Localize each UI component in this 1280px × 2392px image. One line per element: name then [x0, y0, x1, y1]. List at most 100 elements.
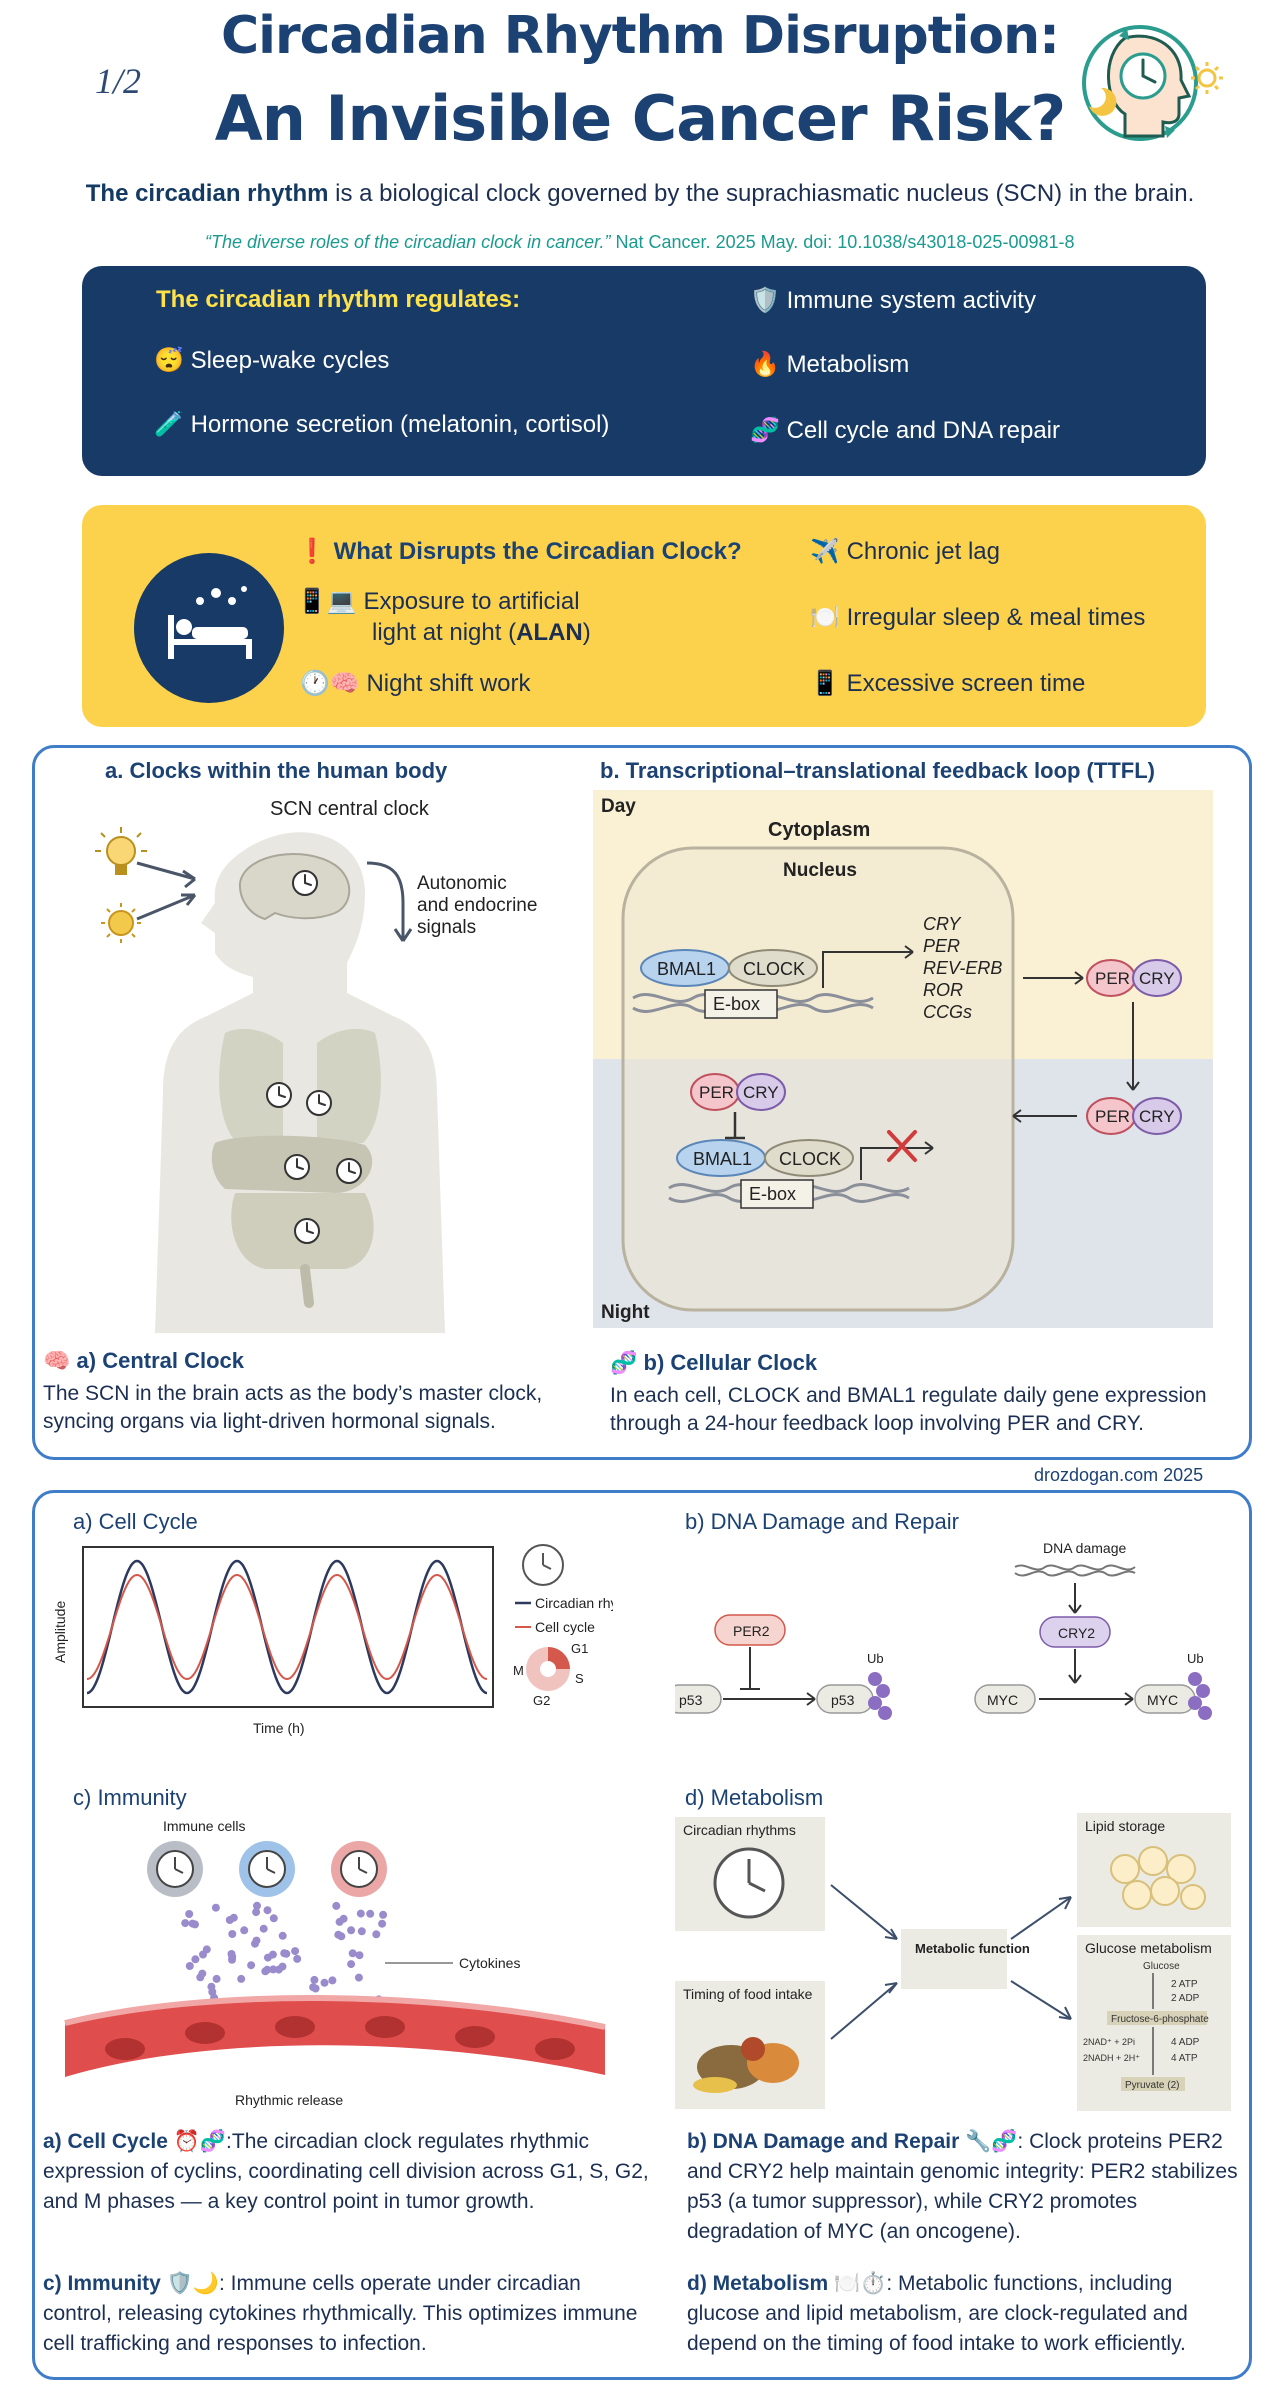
bmal1-label-bottom: BMAL1 — [693, 1149, 752, 1169]
myc-label-2: MYC — [1147, 1692, 1178, 1708]
dna-icon: 🧬 — [610, 1350, 638, 1375]
ubiquitin-chain-icon — [868, 1672, 892, 1720]
human-body-illustration: SCN central clock Autonomic — [95, 798, 537, 1333]
watermark: drozdogan.com 2025 — [1034, 1465, 1204, 1485]
cytokine-dot — [269, 1965, 278, 1974]
cytokine-dot — [228, 1930, 237, 1938]
metabolism-title: d) Metabolism — [685, 1785, 824, 1810]
cytokine-dot — [198, 1969, 207, 1978]
disrupts-heading: ❗ What Disrupts the Circadian Clock? — [297, 538, 742, 565]
cytokine-dot — [356, 1909, 365, 1918]
per2-label: PER2 — [733, 1623, 770, 1639]
cytokine-dot — [225, 1916, 234, 1924]
cytokine-dot — [291, 1947, 300, 1956]
plate-timer-icon: 🍽️⏱️ — [834, 2272, 887, 2295]
circadian-curve — [86, 1559, 488, 1695]
phase-g1: G1 — [571, 1641, 588, 1656]
immunity-title: c) Immunity — [73, 1785, 187, 1810]
per-label-1: PER — [1095, 969, 1130, 988]
metabolism-diagram: Circadian rhythms Timing of food intake … — [675, 1813, 1231, 2111]
cytokine-dot — [293, 1954, 302, 1963]
mechanisms-panel: a) Cell Cycle Amplitude Time (h) Circadi… — [32, 1490, 1252, 2380]
disrupts-item-shift: 🕐🧠 Night shift work — [300, 670, 531, 697]
cytokine-dot — [202, 1945, 211, 1954]
cytokine-dot — [185, 1910, 194, 1918]
legend-circadian: Circadian rhythms — [535, 1595, 613, 1611]
disrupts-item-alan: 📱💻 Exposure to artificial — [297, 588, 580, 615]
regulates-box: The circadian rhythm regulates: 😴 Sleep-… — [82, 266, 1206, 476]
sleeping-face-icon: 😴 — [154, 347, 184, 374]
plate-icon: 🍽️ — [810, 604, 840, 631]
ub-label-1: Ub — [867, 1651, 884, 1666]
cytokine-dot — [366, 1909, 375, 1918]
cytokine-dot — [379, 1910, 388, 1919]
caption-metabolism: d) Metabolism 🍽️⏱️: Metabolic functions,… — [687, 2272, 1188, 2355]
cytokine-dot — [259, 1924, 268, 1933]
intro-text: The circadian rhythm is a biological clo… — [85, 180, 1195, 207]
gene-reverb: REV-ERB — [923, 958, 1002, 978]
clock-label-bottom: CLOCK — [779, 1149, 841, 1169]
pyruvate-label: Pyruvate (2) — [1125, 2080, 1179, 2091]
caption-immunity: c) Immunity 🛡️🌙: Immune cells operate un… — [43, 2272, 638, 2355]
panel-title-b: b. Transcriptional–translational feedbac… — [600, 758, 1155, 783]
cytokine-dot — [188, 1919, 197, 1928]
atp2-label: 2 ATP — [1171, 1979, 1198, 1990]
phone-icon: 📱 — [810, 670, 840, 697]
cytokine-dot — [372, 1930, 381, 1939]
cytokine-dot — [269, 1914, 278, 1923]
cytokine-dot — [354, 1973, 363, 1982]
nad-label: 2NAD⁺ + 2Pi — [1083, 2037, 1135, 2047]
caption-b-title: 🧬 b) Cellular Clock — [610, 1350, 818, 1375]
cytokine-dot — [347, 1926, 356, 1935]
cytokine-dot — [247, 1961, 256, 1970]
title-line-1: Circadian Rhythm Disruption: — [221, 6, 1060, 66]
legend-cellcycle: Cell cycle — [535, 1619, 595, 1635]
cytokine-dot — [212, 1974, 221, 1983]
regulates-item-sleep: 😴 Sleep-wake cycles — [154, 347, 390, 374]
sun-icon — [101, 903, 141, 943]
cellcycle-curve — [86, 1573, 488, 1681]
lipid-cells-icon — [1110, 1846, 1206, 1910]
cell-cycle-chart: Amplitude Time (h) Circadian rhythms Cel… — [53, 1544, 613, 1736]
amplitude-label: Amplitude — [53, 1601, 68, 1663]
adp2-label: 2 ADP — [1171, 1993, 1200, 2004]
phone-laptop-icon: 📱💻 — [297, 588, 357, 615]
cytokine-dot — [310, 1975, 319, 1984]
cytokine-dot — [261, 1967, 270, 1976]
gene-per: PER — [923, 936, 960, 956]
cytokine-dot — [328, 1976, 337, 1985]
gene-ccgs: CCGs — [923, 1002, 972, 1022]
glucose-metabolism-label: Glucose metabolism — [1085, 1940, 1212, 1956]
per-label-2: PER — [1095, 1107, 1130, 1126]
cytokine-dot — [347, 1960, 356, 1969]
p53-label-1: p53 — [679, 1692, 703, 1708]
p53-label-2: p53 — [831, 1692, 855, 1708]
fire-icon: 🔥 — [750, 351, 780, 378]
cytokine-dot — [237, 1974, 246, 1983]
lipid-storage-label: Lipid storage — [1085, 1818, 1165, 1834]
disrupts-box: ❗ What Disrupts the Circadian Clock? 📱💻 … — [82, 505, 1206, 727]
cytokine-dot — [263, 1953, 272, 1962]
cytokine-dot — [252, 1908, 261, 1917]
nadh-label: 2NADH + 2H⁺ — [1083, 2053, 1140, 2063]
adp4-label: 4 ADP — [1171, 2037, 1200, 2048]
ubiquitin-chain-icon-2 — [1188, 1672, 1212, 1720]
cytoplasm-label: Cytoplasm — [768, 819, 870, 841]
ttfl-diagram: Day Night Cytoplasm Nucleus BMAL1 CLOCK … — [593, 790, 1213, 1328]
clock-brain-icon: 🕐🧠 — [300, 670, 360, 697]
rhythmic-release-label: Rhythmic release — [235, 2092, 343, 2108]
cytokine-dot — [278, 1931, 287, 1940]
disrupts-item-screen: 📱 Excessive screen time — [810, 670, 1086, 697]
caption-b-text: In each cell, CLOCK and BMAL1 regulate d… — [610, 1384, 1207, 1435]
cytokine-dot — [263, 1906, 272, 1915]
cytokine-dot — [208, 1988, 217, 1996]
dna-title: b) DNA Damage and Repair — [685, 1509, 959, 1534]
bmal1-label-top: BMAL1 — [657, 959, 716, 979]
shield-icon: 🛡️ — [750, 287, 780, 314]
immunity-diagram: Immune cells Cytokines Rhythmic release — [64, 1818, 606, 2108]
bed-icon — [134, 553, 284, 703]
cytokine-dot — [240, 1926, 249, 1935]
clocks-panel: a. Clocks within the human body b. Trans… — [32, 745, 1252, 1460]
regulates-item-metabolism: 🔥 Metabolism — [750, 351, 910, 378]
cytokine-dot — [348, 1949, 357, 1958]
